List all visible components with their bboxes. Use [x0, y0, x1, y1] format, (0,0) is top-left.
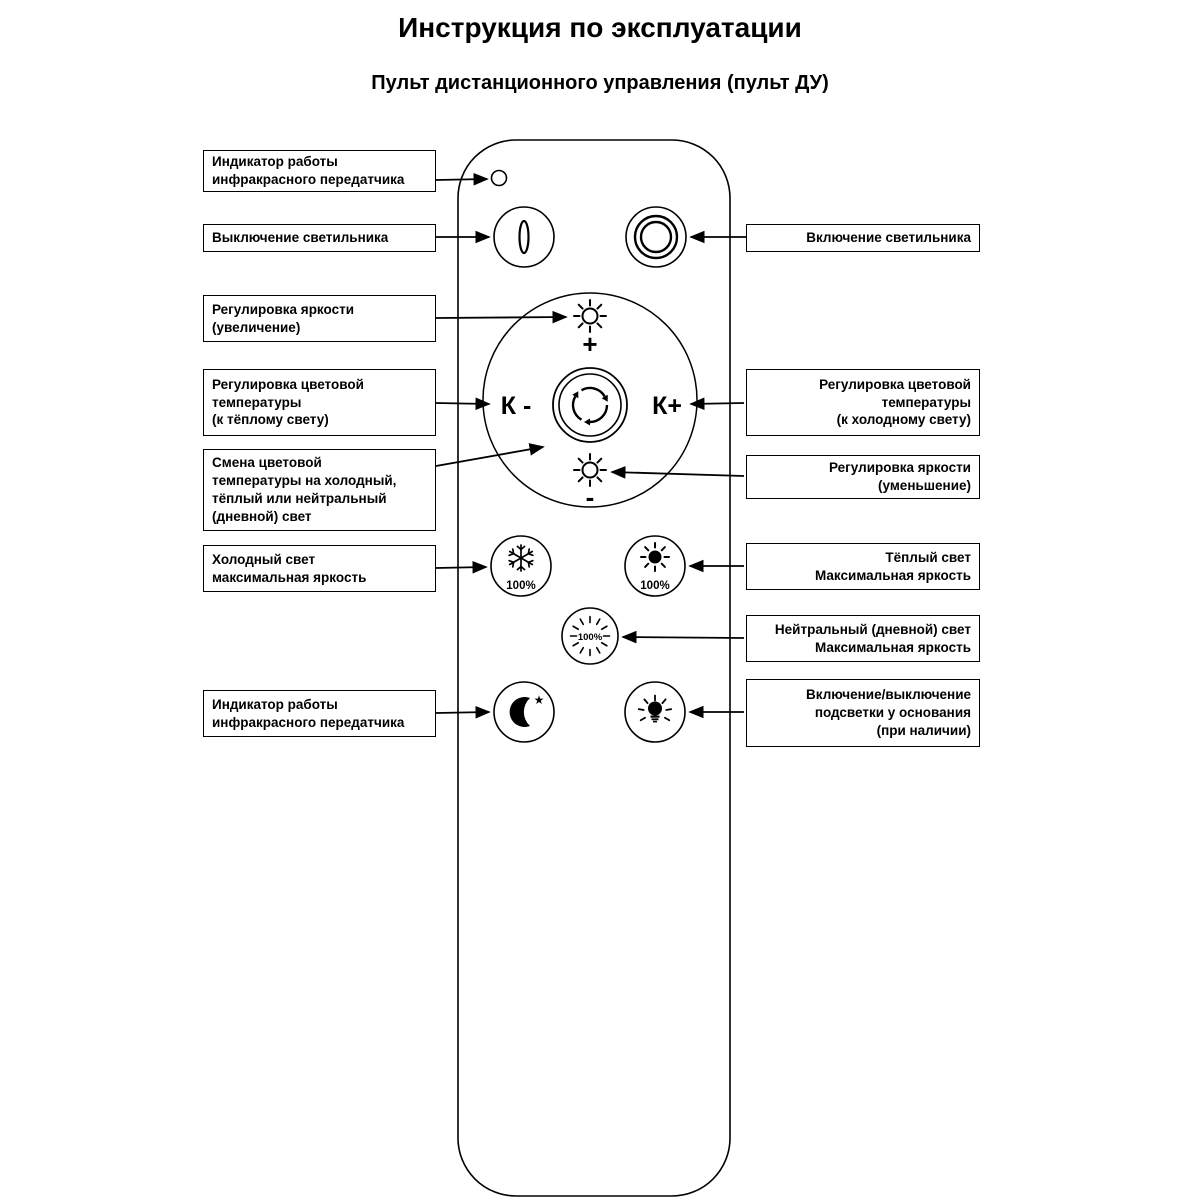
callout-backlight: Включение/выключение подсветки у основан…	[746, 679, 980, 747]
backlight-button	[624, 681, 686, 743]
callout-color-temp-cold: Регулировка цветовой температуры (к холо…	[746, 369, 980, 436]
arrow-ir-indicator	[435, 172, 489, 186]
arrow-color-cycle	[435, 443, 545, 467]
power-on-ring-icon	[633, 214, 679, 260]
bulb-icon	[637, 694, 673, 723]
callout-brightness-up: Регулировка яркости (увеличение)	[203, 295, 436, 342]
arrow-brightness-up	[435, 310, 568, 324]
page-title: Инструкция по эксплуатации	[398, 12, 802, 43]
arrow-night-mode	[435, 705, 491, 719]
arrow-color-temp-warm	[435, 397, 491, 411]
plus-label: +	[582, 329, 597, 359]
moon-icon	[509, 697, 530, 727]
sun-outline-icon	[569, 615, 611, 657]
minus-label: -	[586, 482, 595, 512]
neutral-percent-label: 100%	[578, 632, 603, 643]
page-subtitle: Пульт дистанционного управления (пульт Д…	[371, 72, 829, 94]
sun-filled-icon	[640, 542, 670, 572]
callout-cold-max: Холодный свет максимальная яркость	[203, 545, 436, 592]
cold-percent-label: 100%	[506, 580, 535, 592]
night-mode-button: ★	[493, 681, 555, 743]
power-off-bar-icon	[518, 219, 530, 255]
k-plus-label: К+	[652, 392, 682, 420]
color-cycle-button	[552, 367, 628, 443]
cold-light-button: 100%	[490, 535, 552, 597]
arrow-cold-max	[435, 560, 488, 574]
ir-indicator-led	[490, 169, 508, 187]
callout-power-on: Включение светильника	[746, 224, 980, 252]
star-icon: ★	[534, 693, 545, 707]
callout-color-cycle: Смена цветовой температуры на холодный, …	[203, 449, 436, 531]
k-minus-label: К -	[501, 392, 532, 420]
brightness-down-icon	[573, 453, 607, 487]
callout-color-temp-warm: Регулировка цветовой температуры (к тёпл…	[203, 369, 436, 436]
callout-power-off: Выключение светильника	[203, 224, 436, 252]
neutral-light-button: 100%	[561, 607, 619, 665]
cycle-arrows-icon	[571, 386, 609, 426]
callout-ir-indicator: Индикатор работы инфракрасного передатчи…	[203, 150, 436, 192]
callout-neutral-max: Нейтральный (дневной) свет Максимальная …	[746, 615, 980, 662]
warm-percent-label: 100%	[640, 580, 669, 592]
callout-ir-indicator-2: Индикатор работы инфракрасного передатчи…	[203, 690, 436, 737]
arrow-neutral-max	[621, 630, 745, 644]
power-on-button	[625, 206, 687, 268]
remote-body	[457, 139, 731, 1197]
callout-brightness-down: Регулировка яркости (уменьшение)	[746, 455, 980, 499]
brightness-up-icon	[573, 299, 607, 333]
callout-warm-max: Тёплый свет Максимальная яркость	[746, 543, 980, 590]
warm-light-button: 100%	[624, 535, 686, 597]
snowflake-icon	[508, 544, 534, 572]
arrow-brightness-down	[610, 466, 745, 479]
arrow-color-temp-cold	[689, 397, 745, 411]
power-off-button	[493, 206, 555, 268]
